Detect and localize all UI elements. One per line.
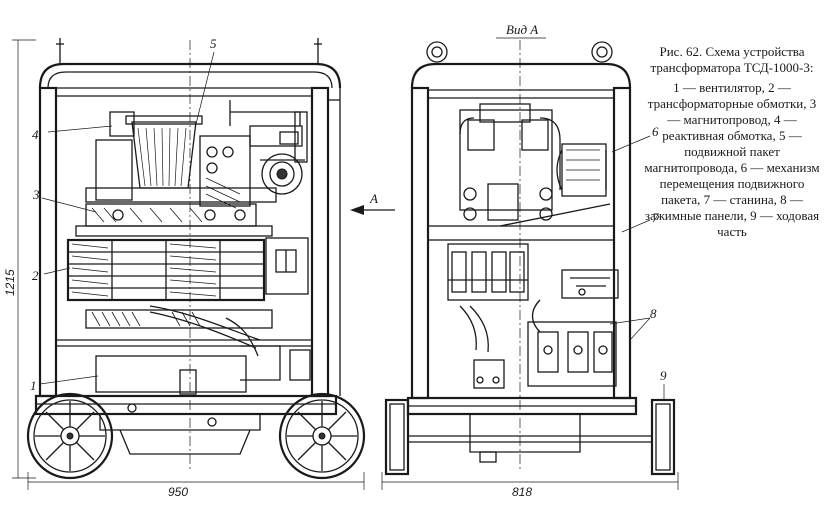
svg-text:А: А (369, 191, 378, 206)
caption-title: Рис. 62. Схема устройства трансформатора… (650, 44, 814, 75)
side-top-handle (410, 62, 632, 89)
front-wheel-left (26, 392, 114, 480)
svg-text:1215: 1215 (3, 269, 17, 296)
label-5: 5 (210, 36, 217, 51)
label-4: 4 (32, 127, 39, 142)
front-wheel-right (278, 392, 366, 480)
label-6: 6 (652, 124, 659, 139)
fan (95, 345, 311, 395)
caption-description: 1 — вентилятор, 2 — трансформаторные обм… (644, 80, 820, 239)
reactive-coil (109, 111, 135, 137)
svg-text:818: 818 (512, 485, 532, 499)
height-dimension: 1215 (3, 39, 36, 479)
side-lifting-eyes (426, 41, 613, 63)
view-a-arrow: А (350, 191, 395, 215)
magnetic-core (75, 187, 277, 237)
front-lifting-eyes (56, 38, 322, 64)
label-2: 2 (32, 268, 39, 283)
front-view: А 1215 950 (3, 38, 395, 499)
label-1: 1 (30, 378, 37, 393)
label-7: 7 (652, 210, 659, 225)
side-view: Вид А (381, 22, 679, 499)
transformer-windings (66, 238, 266, 302)
front-base (34, 394, 338, 416)
running-gear (384, 384, 676, 476)
core-moving-mechanism (556, 143, 607, 197)
clamping-panels (527, 317, 651, 387)
label-8: 8 (650, 306, 657, 321)
side-frame-post-left (410, 86, 430, 400)
movable-core-pack (125, 115, 203, 189)
front-width-dimension: 950 (27, 472, 365, 499)
svg-text:950: 950 (168, 485, 188, 499)
label-3: 3 (32, 187, 40, 202)
figure-caption: Рис. 62. Схема устройства трансформатора… (644, 44, 820, 240)
front-frame-post-right (310, 86, 330, 398)
view-a-title: Вид А (506, 22, 538, 37)
label-9: 9 (660, 368, 667, 383)
front-frame-post-left (38, 86, 58, 398)
side-width-dimension: 818 (381, 472, 679, 499)
